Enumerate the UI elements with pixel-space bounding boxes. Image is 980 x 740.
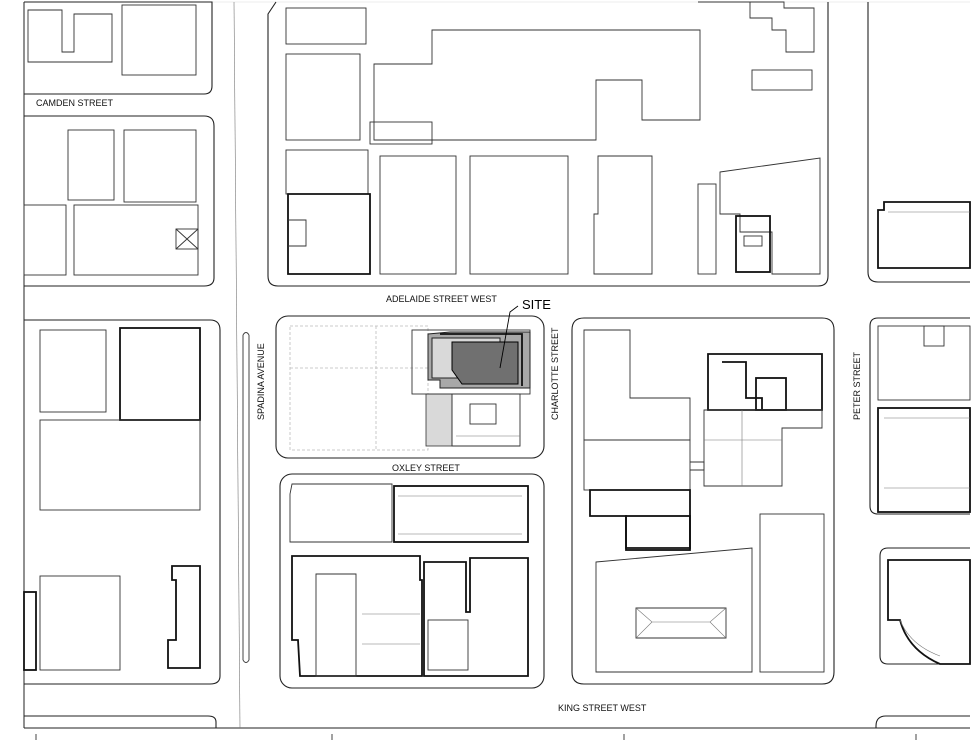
spadina-avenue-label: SPADINA AVENUE [256,343,266,420]
site-building [411,329,531,395]
block-top-centre [267,1,829,287]
site-footprint-dark [451,341,519,385]
block-top-left-middle [23,115,215,287]
block-south-oxley [279,473,545,689]
block-right-bottom [875,547,971,728]
block-right-top [867,2,971,283]
king-street-label: KING STREET WEST [558,703,647,713]
oxley-street-label: OXLEY STREET [392,463,460,473]
block-east-charlotte [571,317,835,685]
site-label: SITE [522,297,551,312]
peter-street-label: PETER STREET [852,351,862,420]
site-leader-line [499,305,519,369]
site-block [275,315,545,459]
camden-street-label: CAMDEN STREET [36,98,114,108]
block-top-left-north [24,1,213,95]
block-right-lower [869,317,971,515]
spadina-median [233,1,250,729]
charlotte-street-label: CHARLOTTE STREET [550,327,560,420]
frame-ticks [35,734,917,740]
block-bottom-left [24,715,217,728]
adelaide-street-label: ADELAIDE STREET WEST [386,294,497,304]
block-left-lower [23,319,221,685]
